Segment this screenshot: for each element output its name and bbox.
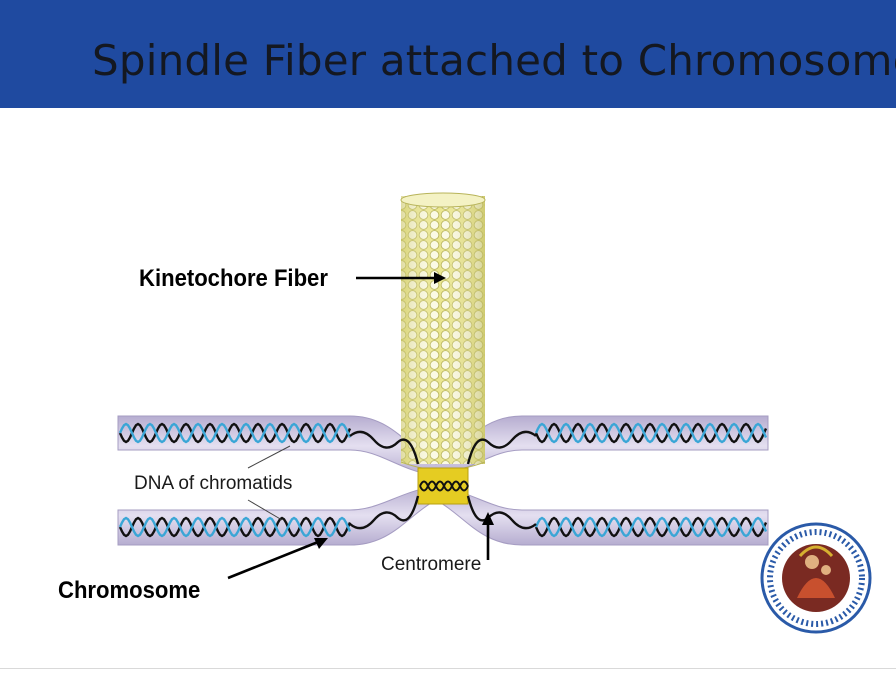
footer-divider: [0, 668, 896, 669]
page-title: Spindle Fiber attached to Chromosome: [92, 36, 896, 85]
chromosome-label: Chromosome: [58, 577, 201, 604]
centromere-label: Centromere: [381, 554, 482, 575]
kinetochore-fiber-tube: [400, 192, 486, 471]
spindle-diagram: [117, 192, 872, 634]
kinetochore-fiber-label: Kinetochore Fiber: [139, 265, 328, 292]
title-bar: Spindle Fiber attached to Chromosome: [0, 0, 896, 108]
dna-helices: [118, 422, 768, 538]
dna-of-chromatids-label: DNA of chromatids: [134, 473, 293, 494]
dna-leader-bottom: [247, 499, 283, 521]
university-logo: [760, 522, 872, 634]
annotation-arrows: [227, 272, 494, 580]
centromere-region: [417, 467, 469, 505]
dna-leader-top: [247, 445, 291, 469]
